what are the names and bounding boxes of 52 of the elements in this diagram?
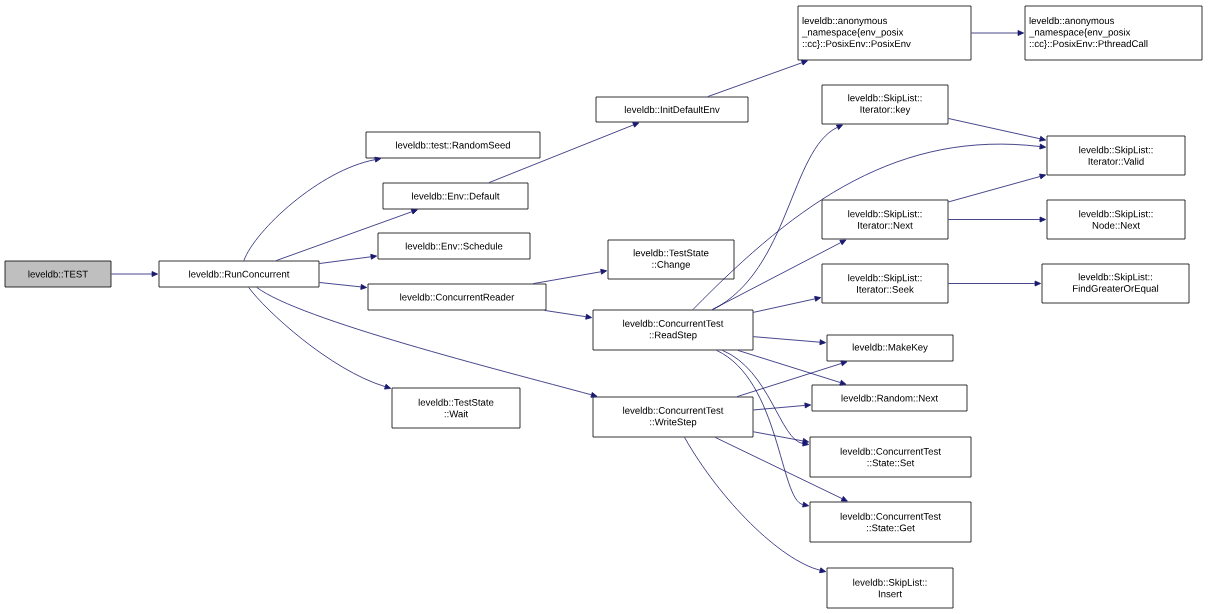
function-box: leveldb::MakeKey xyxy=(826,334,954,362)
function-box: leveldb::SkipList:: Iterator::Valid xyxy=(1046,135,1186,176)
arrow xyxy=(319,253,377,264)
function-box: leveldb::TEST xyxy=(4,260,112,288)
arrow xyxy=(711,239,847,310)
function-box: leveldb::ConcurrentReader xyxy=(367,283,547,311)
arrow xyxy=(971,30,1024,36)
function-box: leveldb::Env::Default xyxy=(382,182,529,210)
arrow xyxy=(111,271,158,277)
arrow xyxy=(948,280,1041,287)
function-box: leveldb::test::RandomSeed xyxy=(365,131,541,159)
arrow xyxy=(948,173,1047,203)
arrow xyxy=(707,59,808,97)
arrow xyxy=(544,310,592,320)
arrow xyxy=(256,287,598,398)
arrow xyxy=(319,282,367,290)
arrow xyxy=(753,402,811,411)
function-box: leveldb::Random::Next xyxy=(811,384,968,412)
arrow xyxy=(243,156,382,261)
arrow xyxy=(692,143,1046,310)
function-box: leveldb::SkipList:: Iterator::Seek xyxy=(821,263,949,304)
function-box: leveldb::SkipList:: Insert xyxy=(826,567,954,609)
function-box: leveldb::SkipList:: Iterator::Next xyxy=(821,199,949,240)
arrow xyxy=(716,350,809,508)
function-box: leveldb::anonymous _namespace{env_posix ::cc}::PosixEnv::PosixEnv xyxy=(797,5,972,61)
arrow xyxy=(275,208,418,261)
arrow xyxy=(488,122,640,183)
function-box: leveldb::Env::Schedule xyxy=(377,232,531,260)
function-box: leveldb::ConcurrentTest ::ReadStep xyxy=(592,309,754,351)
arrow xyxy=(722,350,809,447)
arrow xyxy=(736,360,848,397)
function-box: leveldb::TestState ::Wait xyxy=(391,387,521,429)
arrow xyxy=(533,268,607,284)
function-box: leveldb::ConcurrentTest ::WriteStep xyxy=(592,396,754,438)
function-box: leveldb::SkipList:: FindGreaterOrEqual xyxy=(1041,263,1190,304)
arrow xyxy=(684,437,827,574)
function-box: leveldb::ConcurrentTest ::State::Set xyxy=(809,436,972,478)
arrow xyxy=(753,431,809,444)
function-box: leveldb::anonymous _namespace{env_posix ::cc}::PosixEnv::PthreadCall xyxy=(1024,5,1203,61)
arrow xyxy=(753,296,821,313)
function-box: leveldb::ConcurrentTest ::State::Get xyxy=(809,501,972,543)
arrow xyxy=(948,118,1046,142)
function-box: leveldb::RunConcurrent xyxy=(158,260,320,288)
function-box: leveldb::InitDefaultEnv xyxy=(595,96,749,123)
function-box: leveldb::TestState ::Change xyxy=(607,239,735,280)
arrow xyxy=(948,216,1046,223)
function-box: leveldb::SkipList:: Iterator::key xyxy=(821,84,949,125)
arrow xyxy=(248,287,392,390)
function-box: leveldb::SkipList:: Node::Next xyxy=(1046,199,1186,240)
arrow xyxy=(714,437,848,502)
arrow xyxy=(737,350,847,386)
arrow xyxy=(753,336,826,346)
